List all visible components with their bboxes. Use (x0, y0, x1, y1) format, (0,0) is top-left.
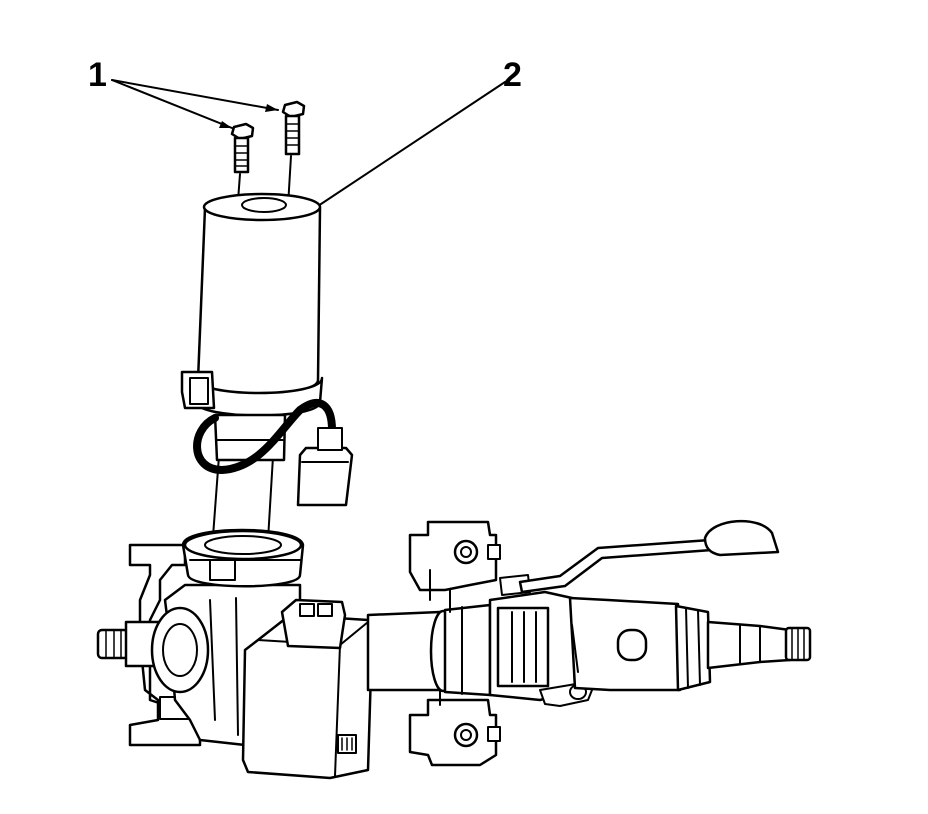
tilt-lever (518, 519, 780, 594)
bolt-left (230, 122, 255, 174)
upper-mount-capsule-top (408, 520, 501, 613)
steering-shaft-output (706, 620, 812, 670)
motor-connector (296, 427, 354, 507)
upper-mount-capsule-bottom (408, 689, 501, 767)
callout-label-2: 2 (503, 56, 522, 94)
upper-shaft-housing (568, 596, 712, 692)
electric-motor (180, 192, 324, 462)
callout-label-1: 1 (88, 56, 107, 94)
control-module (241, 598, 374, 780)
callout-1-leaders (111, 79, 279, 129)
column-tube (366, 603, 492, 697)
callout-2-leader (317, 81, 506, 207)
motor-mount-collar (181, 528, 305, 588)
tilt-mechanism (488, 574, 593, 707)
bolt-right (281, 100, 306, 156)
motor-wiring-harness (193, 398, 336, 474)
